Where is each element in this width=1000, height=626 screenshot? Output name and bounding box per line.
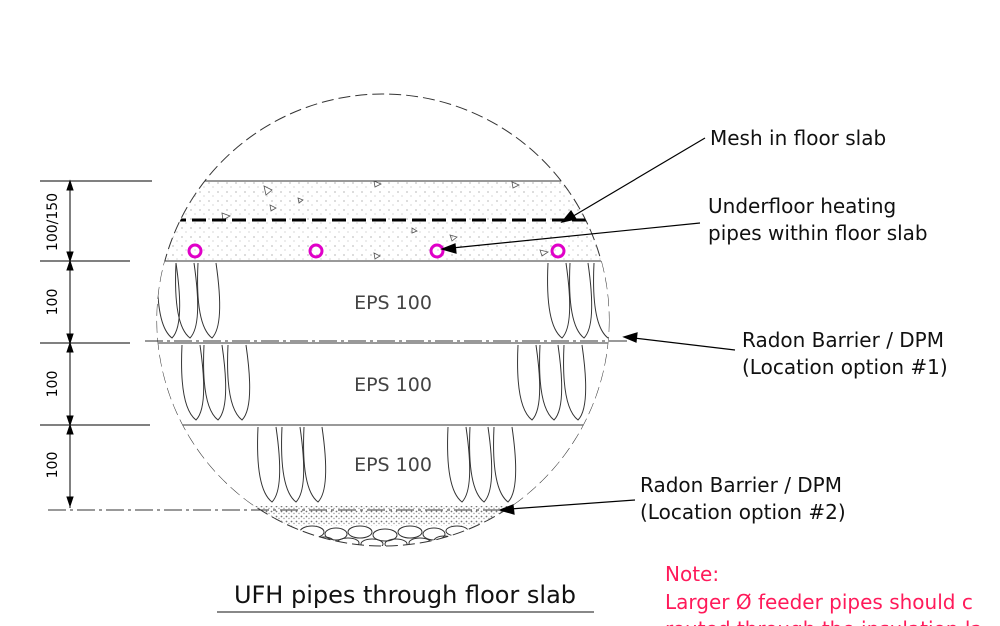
pipe-fixing-clips — [157, 262, 609, 503]
ufh-pipe — [308, 243, 324, 259]
ufh-pipe — [550, 243, 566, 259]
layer-lines — [157, 180, 609, 426]
ufh-pipe — [429, 243, 445, 259]
note-line-2: routed through the insulation la — [665, 617, 983, 626]
callout-radon-1-line1: Radon Barrier / DPM — [742, 328, 944, 352]
callout-ufh-line1: Underfloor heating — [708, 194, 896, 218]
section-contents — [157, 180, 609, 546]
sand-blinding — [157, 506, 609, 526]
callout-radon-1-line2: (Location option #1) — [742, 355, 948, 379]
callout-radon-2-line2: (Location option #2) — [640, 500, 846, 524]
drawing-title: UFH pipes through floor slab — [234, 581, 576, 609]
note-line-1: Larger Ø feeder pipes should c — [665, 590, 973, 614]
ufh-pipes — [187, 243, 566, 259]
callout-radon-2-line1: Radon Barrier / DPM — [640, 473, 842, 497]
dimension-layer-1: 100 — [45, 289, 61, 316]
leader-lines — [440, 137, 736, 515]
ufh-pipe — [187, 243, 203, 259]
dimension-chain — [40, 179, 152, 508]
note-heading: Note: — [665, 562, 719, 586]
insulation-label-2: EPS 100 — [354, 374, 432, 396]
dimension-layer-2: 100 — [45, 371, 61, 398]
insulation-label-3: EPS 100 — [354, 454, 432, 476]
dimension-layer-3: 100 — [45, 452, 61, 479]
callout-mesh: Mesh in floor slab — [710, 126, 886, 150]
callout-ufh-line2: pipes within floor slab — [708, 221, 928, 245]
hardcore — [299, 525, 469, 546]
dimension-slab: 100/150 — [45, 193, 61, 251]
insulation-label-1: EPS 100 — [354, 292, 432, 314]
